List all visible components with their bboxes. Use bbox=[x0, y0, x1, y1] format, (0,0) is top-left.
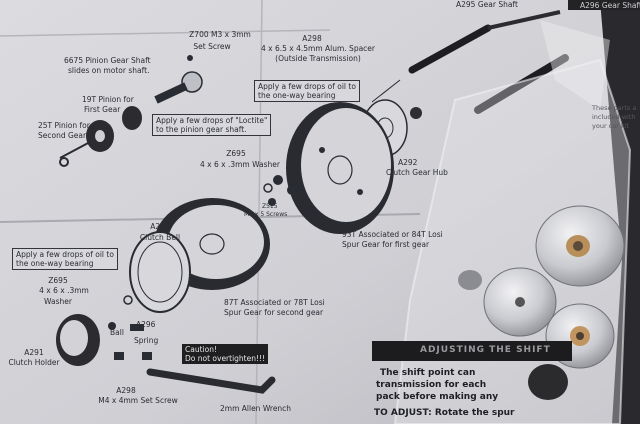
label-holder-code: A291 bbox=[24, 348, 44, 357]
loctite-note: Apply a few drops of "Loctite" to the pi… bbox=[152, 114, 272, 136]
gear-shaft-upper bbox=[408, 10, 561, 74]
label-pinion-shaft: 6675 Pinion Gear Shaft bbox=[64, 56, 151, 65]
label-bag-note-2: included with bbox=[592, 113, 636, 121]
oil-note-left: Apply a few drops of oil to the one-way … bbox=[12, 248, 118, 270]
label-bell-name: Clutch Bell bbox=[139, 233, 181, 242]
label-bell-code: A290 bbox=[150, 222, 170, 231]
axle bbox=[59, 141, 91, 159]
label-spacer-note: (Outside Transmission) bbox=[275, 54, 361, 63]
screw bbox=[273, 175, 283, 185]
label-setscrew-size: M4 x 4mm Set Screw bbox=[98, 396, 178, 405]
header-band bbox=[568, 0, 640, 10]
screw bbox=[268, 198, 276, 206]
washer bbox=[123, 295, 133, 305]
label-set-screw-code: Z700 M3 x 3mm bbox=[189, 30, 251, 39]
instruction-line-4: TO ADJUST: Rotate the spur bbox=[374, 408, 515, 418]
label-washer-code: Z695 bbox=[226, 149, 246, 158]
instruction-line-2: transmission for each bbox=[376, 380, 487, 390]
oil-note-top-line2: the one-way bearing bbox=[258, 91, 336, 100]
washer bbox=[263, 183, 273, 193]
oil-note-top: Apply a few drops of oil to the one-way … bbox=[254, 80, 360, 102]
label-washer2-size: 4 x 6 x .3mm bbox=[39, 286, 89, 295]
alum-clutch-hub-mid bbox=[483, 267, 557, 337]
label-ball: Ball bbox=[110, 328, 124, 337]
label-pinion-shaft-note: slides on motor shaft. bbox=[68, 66, 150, 75]
oil-note-left-line1: Apply a few drops of oil to bbox=[16, 250, 114, 259]
loctite-note-line2: to the pinion gear shaft. bbox=[156, 125, 247, 134]
label-washer2-code: Z695 bbox=[48, 276, 68, 285]
caution-note: Caution! Do not overtighten!!! bbox=[182, 344, 269, 364]
ball bbox=[108, 322, 116, 330]
label-hub-name: Clutch Gear Hub bbox=[386, 168, 448, 177]
label-spring: Spring bbox=[134, 336, 159, 345]
label-spring-code: A296 bbox=[136, 320, 156, 329]
fold-crease bbox=[0, 29, 331, 37]
pinion-gear-shaft bbox=[154, 55, 203, 104]
label-hub-code: A292 bbox=[398, 158, 418, 167]
alum-spacer-bagged bbox=[458, 270, 482, 290]
caution-line1: Caution! bbox=[185, 345, 217, 354]
e-clip bbox=[59, 157, 69, 167]
label-washer-size: 4 x 6 x .3mm Washer bbox=[200, 160, 280, 169]
label-pinion-19t-use: First Gear bbox=[84, 105, 121, 114]
label-set-screw: Set Screw bbox=[193, 42, 231, 51]
spur-gear-93t bbox=[286, 102, 394, 234]
set-screw bbox=[114, 352, 124, 360]
label-gear-shaft-right: A296 Gear Shaft bbox=[580, 1, 640, 10]
label-pinion-25t: 25T Pinion for bbox=[38, 121, 90, 130]
gear-shaft-lower bbox=[474, 54, 569, 114]
label-bag-note-3: your car kit bbox=[592, 122, 630, 130]
alum-spacer bbox=[410, 107, 422, 119]
instruction-line-1: The shift point can bbox=[380, 368, 476, 378]
label-spur-93t: 93T Associated or 84T Losi bbox=[342, 230, 443, 239]
label-setscrew-code: A298 bbox=[116, 386, 136, 395]
alum-clutch-hub-large bbox=[535, 205, 625, 287]
label-washer2-name: Washer bbox=[44, 297, 72, 306]
instruction-line-3: pack before making any bbox=[376, 392, 499, 402]
label-spacer-code: A298 bbox=[302, 34, 322, 43]
label-spur-87t: 87T Associated or 78T Losi bbox=[224, 298, 325, 307]
label-screw-code: Z515 bbox=[262, 203, 278, 210]
label-spur-87t-use: Spur Gear for second gear bbox=[224, 308, 324, 317]
label-allen-wrench: 2mm Allen Wrench bbox=[220, 404, 292, 413]
spring bbox=[130, 324, 144, 331]
pinion-gear-bagged bbox=[528, 364, 568, 400]
adjusting-header: ADJUSTING THE SHIFT bbox=[372, 341, 572, 361]
clutch-bell bbox=[129, 231, 191, 313]
screw bbox=[287, 185, 297, 195]
table-edge bbox=[600, 0, 640, 424]
caution-line2: Do not overtighten!!! bbox=[185, 354, 266, 363]
allen-wrench bbox=[146, 368, 276, 394]
label-screw-size: M3 x 5 Screws bbox=[244, 211, 288, 218]
label-bag-note-1: These parts a bbox=[592, 104, 637, 112]
loctite-note-line1: Apply a few drops of "Loctite" bbox=[156, 116, 268, 125]
adjusting-header-text: ADJUSTING THE SHIFT bbox=[420, 345, 551, 355]
leader-line bbox=[371, 79, 401, 103]
bag-fold bbox=[540, 20, 610, 110]
oil-note-left-line2: the one-way bearing bbox=[16, 259, 94, 268]
label-spacer-size: 4 x 6.5 x 4.5mm Alum. Spacer bbox=[260, 44, 376, 53]
label-holder-name: Clutch Holder bbox=[8, 358, 60, 367]
label-gear-shaft: A295 Gear Shaft bbox=[456, 0, 518, 9]
set-screw bbox=[142, 352, 152, 360]
pinion-19t bbox=[122, 106, 142, 130]
label-pinion-25t-use: Second Gear bbox=[38, 131, 87, 140]
oil-note-top-line1: Apply a few drops of oil to bbox=[258, 82, 356, 91]
clutch-holder bbox=[56, 314, 100, 366]
label-pinion-19t: 19T Pinion for bbox=[82, 95, 134, 104]
label-spur-93t-use: Spur Gear for first gear bbox=[342, 240, 430, 249]
